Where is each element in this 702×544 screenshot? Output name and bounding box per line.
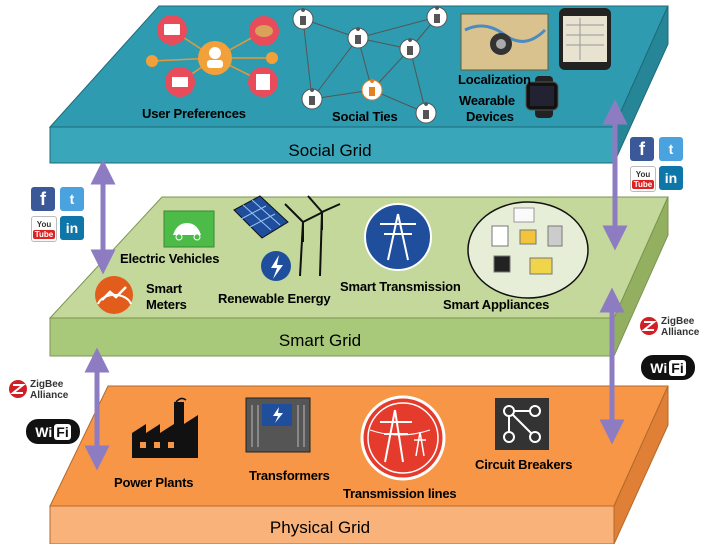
transformer-icon xyxy=(245,397,311,453)
smart-appliances-label: Smart Appliances xyxy=(443,297,550,312)
smart-meters-label-line2: Meters xyxy=(146,297,187,312)
zigbee-name: ZigBee xyxy=(30,379,64,390)
watch-icon xyxy=(525,76,559,118)
localization-label: Localization xyxy=(458,72,531,87)
circuit-breakers-label: Circuit Breakers xyxy=(475,457,573,472)
person-icon xyxy=(426,6,448,28)
food-icon xyxy=(249,16,279,46)
social-grid-title: Social Grid xyxy=(288,141,372,160)
facebook-icon: f xyxy=(31,187,55,211)
power-plants-label: Power Plants xyxy=(114,475,194,490)
person-icon xyxy=(347,27,369,49)
food-icon xyxy=(157,15,187,45)
wifi-fi: Fi xyxy=(54,423,71,440)
zigbee-text-left: ZigBee Alliance xyxy=(30,379,68,401)
zigbee-name: ZigBee xyxy=(661,316,695,327)
wearable-label: Wearable xyxy=(459,93,515,108)
zigbee-alliance: Alliance xyxy=(661,327,700,338)
person-icon xyxy=(415,102,437,124)
youtube-you-text: You xyxy=(36,219,52,229)
building-icon xyxy=(248,67,278,97)
person-icon xyxy=(399,38,421,60)
linkedin-icon: in xyxy=(659,166,683,190)
appliance-icon xyxy=(467,201,589,299)
solar-panel-icon xyxy=(233,195,289,239)
youtube-you-text: You xyxy=(635,169,651,179)
person-icon xyxy=(292,8,314,30)
smart-transmission-label: Smart Transmission xyxy=(340,279,461,294)
twitter-icon: t xyxy=(659,137,683,161)
devices-label: Devices xyxy=(466,109,514,124)
wind-turbine-icon xyxy=(284,195,341,277)
wifi-wi: Wi xyxy=(35,423,53,440)
facebook-icon: f xyxy=(630,137,654,161)
person-icon xyxy=(198,41,232,75)
circuit-breaker-icon xyxy=(495,398,549,450)
transmission-lines-label: Transmission lines xyxy=(343,486,457,501)
car-icon xyxy=(163,210,215,248)
social-ties-label: Social Ties xyxy=(332,109,398,124)
youtube-tube-text: Tube xyxy=(32,229,56,239)
factory-icon xyxy=(132,397,198,458)
zigbee-logo-icon xyxy=(640,317,658,335)
smart-meters-label-line1: Smart xyxy=(146,281,182,296)
physical-grid-title: Physical Grid xyxy=(269,518,371,537)
youtube-icon: You Tube xyxy=(630,166,656,192)
meter-icon xyxy=(95,276,133,314)
person-icon xyxy=(301,88,323,110)
renewable-energy-label: Renewable Energy xyxy=(218,291,331,306)
linkedin-icon: in xyxy=(60,216,84,240)
bolt-icon xyxy=(261,251,291,281)
wifi-wi: Wi xyxy=(650,359,668,376)
electric-vehicles-label: Electric Vehicles xyxy=(120,251,220,266)
zigbee-text-right: ZigBee Alliance xyxy=(661,316,699,338)
phone-icon xyxy=(559,8,611,70)
zigbee-alliance: Alliance xyxy=(30,390,69,401)
person-icon xyxy=(361,79,383,101)
shopping-icon xyxy=(165,67,195,97)
youtube-icon: You Tube xyxy=(31,216,57,242)
smart-grid-title: Smart Grid xyxy=(278,331,362,350)
wifi-fi: Fi xyxy=(669,359,686,376)
twitter-icon: t xyxy=(60,187,84,211)
transformers-label: Transformers xyxy=(249,468,330,483)
user-preferences-label: User Preferences xyxy=(142,106,246,121)
zigbee-logo-icon xyxy=(9,380,27,398)
transmission-tower-icon xyxy=(364,203,432,271)
map-icon xyxy=(460,13,549,71)
power-line-icon xyxy=(360,395,446,481)
youtube-tube-text: Tube xyxy=(631,179,655,189)
